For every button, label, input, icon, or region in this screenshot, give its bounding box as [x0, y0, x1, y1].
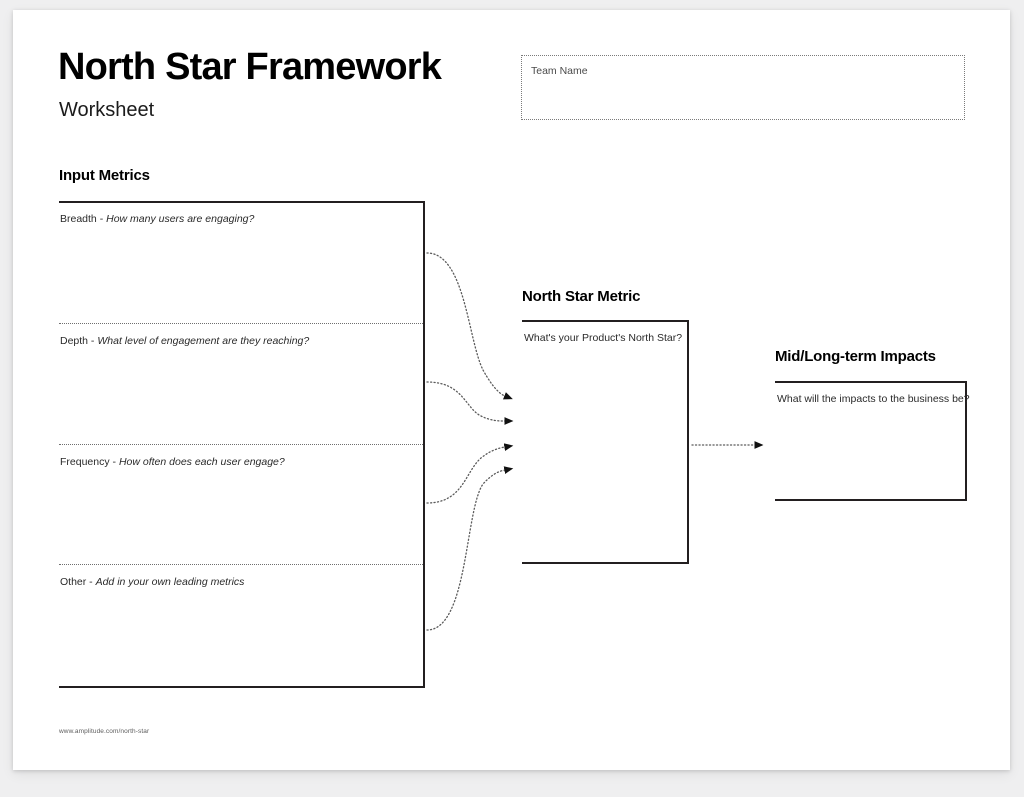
connector-breadth-to-north-star — [426, 252, 513, 400]
metric-row-breadth[interactable]: Breadth - How many users are engaging? — [59, 203, 423, 323]
input-metrics-heading: Input Metrics — [59, 167, 150, 184]
north-star-metric-heading: North Star Metric — [522, 288, 641, 305]
worksheet-card: North Star Framework Worksheet Team Name… — [13, 10, 1010, 770]
input-metrics-box: Breadth - How many users are engaging? D… — [59, 201, 425, 688]
metric-prompt-text: Add in your own leading metrics — [95, 576, 245, 588]
footer-url[interactable]: www.amplitude.com/north-star — [59, 728, 150, 735]
team-name-input[interactable]: Team Name — [521, 55, 965, 120]
metric-prompt-text: How many users are engaging? — [106, 213, 255, 225]
north-star-metric-prompt: What's your Product's North Star? — [524, 332, 683, 344]
connector-other-to-north-star — [426, 466, 514, 631]
team-name-label: Team Name — [531, 65, 588, 77]
north-star-metric-box[interactable]: What's your Product's North Star? — [522, 320, 689, 564]
metric-divider-frequency — [59, 444, 423, 445]
metric-label-text: Other - — [60, 576, 96, 588]
mid-long-term-impacts-prompt: What will the impacts to the business be… — [777, 393, 970, 405]
metric-row-depth[interactable]: Depth - What level of engagement are the… — [59, 323, 423, 444]
metric-label-text: Depth - — [60, 335, 98, 347]
metric-label-other: Other - Add in your own leading metrics — [60, 577, 244, 588]
page-subtitle: Worksheet — [59, 99, 155, 121]
connector-frequency-to-north-star — [426, 443, 514, 504]
metric-divider-other — [59, 564, 423, 565]
metric-label-breadth: Breadth - How many users are engaging? — [60, 214, 254, 225]
mid-long-term-impacts-box[interactable]: What will the impacts to the business be… — [775, 381, 970, 501]
metric-label-depth: Depth - What level of engagement are the… — [60, 336, 309, 347]
connector-depth-to-north-star — [426, 381, 514, 425]
metric-row-other[interactable]: Other - Add in your own leading metrics — [59, 564, 423, 688]
metric-divider-depth — [59, 323, 423, 324]
metric-label-text: Frequency - — [60, 456, 119, 468]
metric-label-text: Breadth - — [60, 213, 107, 225]
metric-label-frequency: Frequency - How often does each user eng… — [60, 457, 285, 468]
metric-prompt-text: How often does each user engage? — [118, 456, 285, 468]
page-title: North Star Framework — [58, 46, 442, 88]
mid-long-term-impacts-heading: Mid/Long-term Impacts — [775, 348, 936, 365]
metric-prompt-text: What level of engagement are they reachi… — [97, 335, 310, 347]
metric-row-frequency[interactable]: Frequency - How often does each user eng… — [59, 444, 423, 564]
